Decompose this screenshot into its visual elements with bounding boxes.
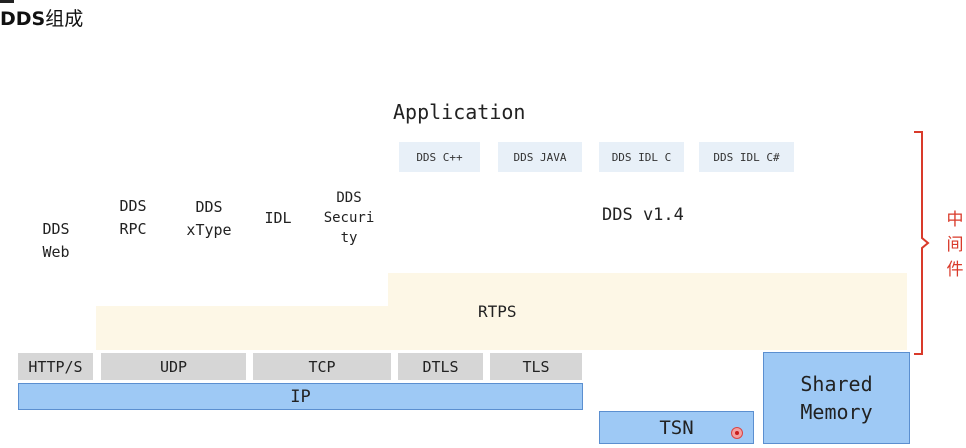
middleware-label: 中 间 件 — [946, 210, 964, 280]
binding-dds-idl-csharp: DDS IDL C# — [699, 142, 794, 172]
page-title: DDS组成 — [0, 8, 84, 30]
label-dds-rpc: DDS RPC — [119, 197, 147, 238]
label-dds-web: DDS Web — [42, 220, 70, 261]
tsn-box: TSN — [599, 411, 754, 444]
protocol-udp: UDP — [101, 353, 246, 380]
binding-dds-cpp: DDS C++ — [399, 142, 480, 172]
ip-layer: IP — [18, 383, 583, 410]
binding-dds-java: DDS JAVA — [498, 142, 582, 172]
rtps-label: RTPS — [478, 302, 517, 321]
rtps-region-left — [96, 306, 388, 350]
shared-memory-box: Shared Memory — [763, 352, 910, 444]
dds-version-label: DDS v1.4 — [602, 205, 684, 225]
protocol-tcp: TCP — [253, 353, 391, 380]
application-label: Application — [393, 100, 526, 124]
protocol-tls: TLS — [490, 353, 582, 380]
binding-dds-idl-c: DDS IDL C — [599, 142, 684, 172]
top-edge-mark — [0, 0, 14, 3]
label-dds-xtype: DDS xType — [186, 198, 232, 239]
middleware-brace — [914, 131, 930, 355]
label-dds-security: DDS Securi ty — [323, 190, 375, 246]
mouse-cursor-indicator — [731, 427, 743, 439]
protocol-dtls: DTLS — [398, 353, 483, 380]
rtps-region-right — [388, 273, 907, 350]
label-idl: IDL — [264, 209, 292, 227]
protocol-https: HTTP/S — [18, 353, 93, 380]
